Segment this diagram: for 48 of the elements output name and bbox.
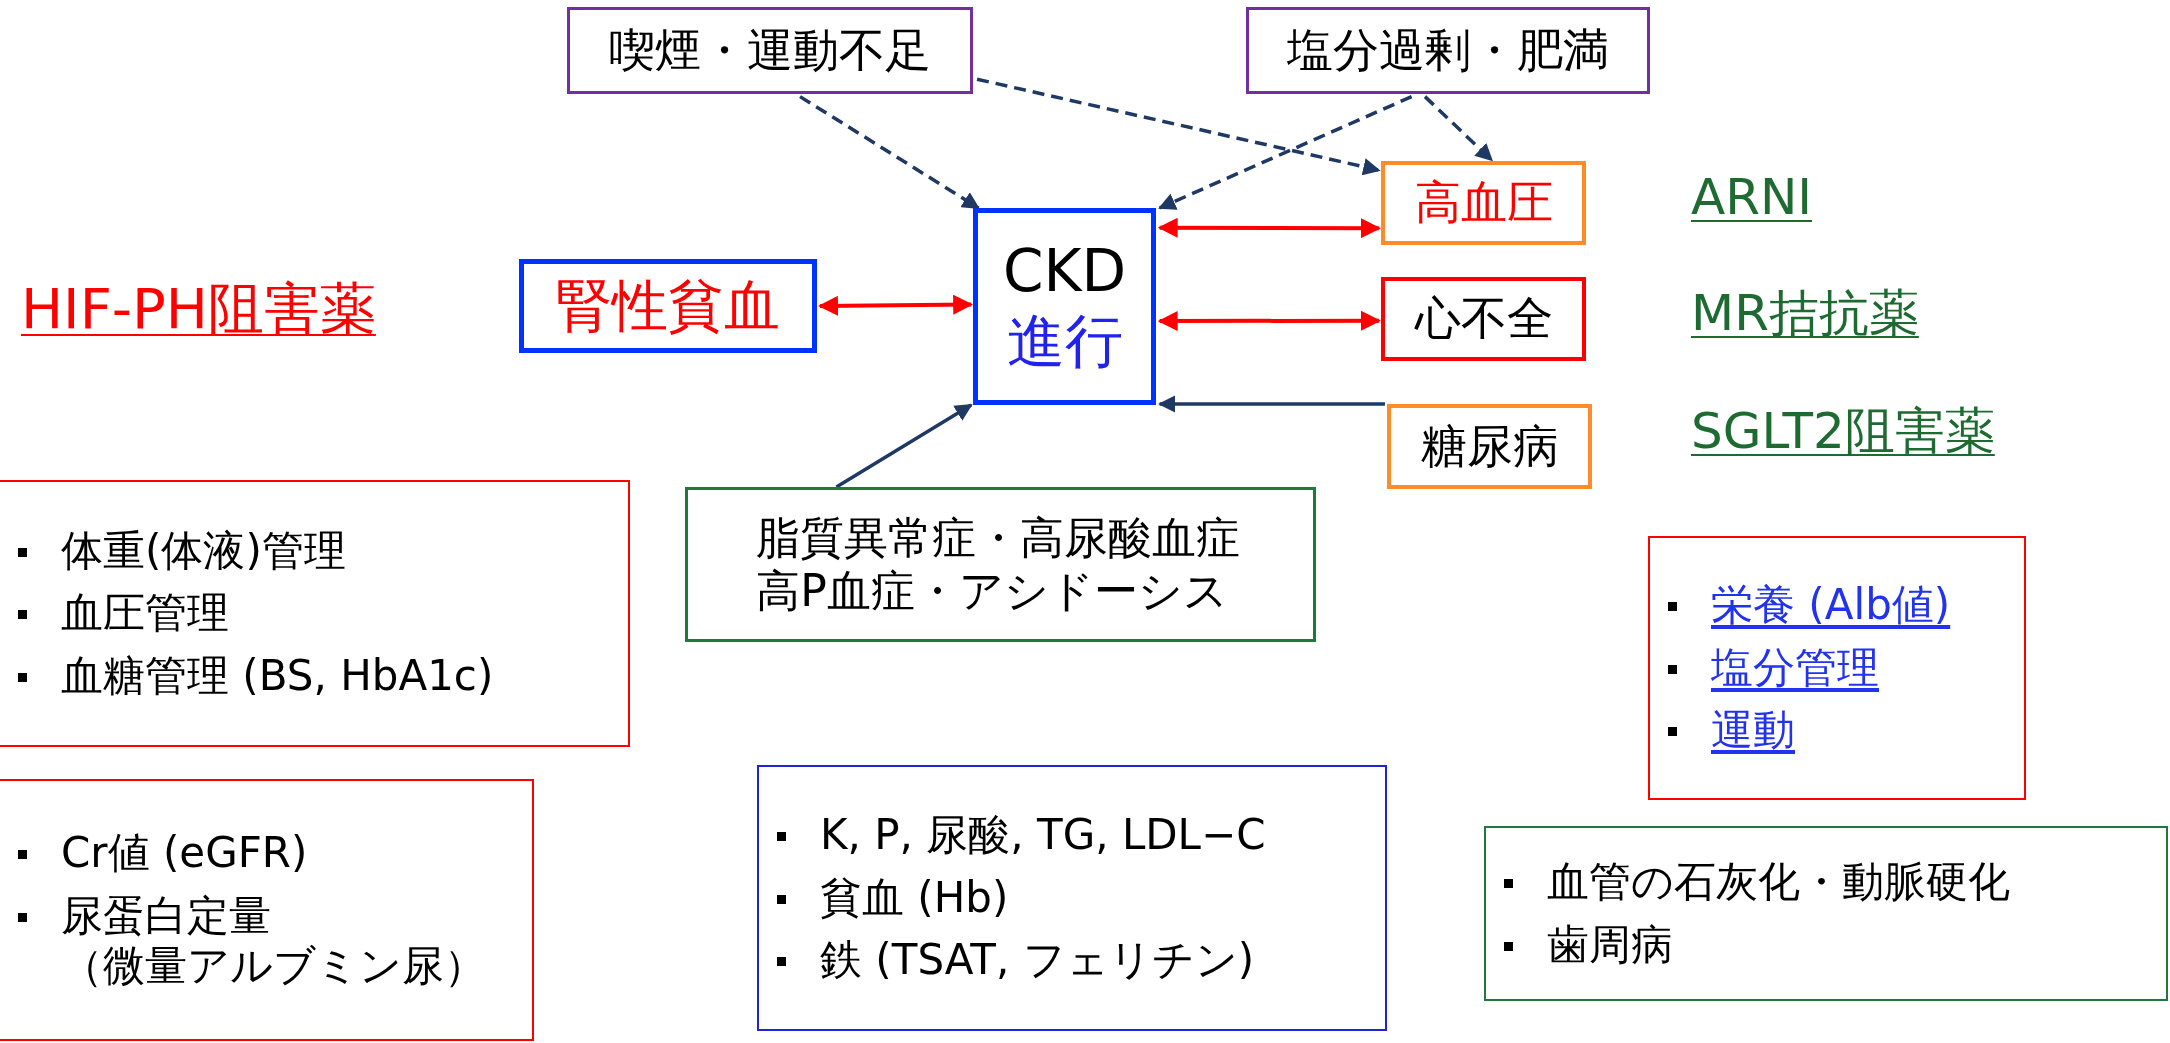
- drug-label: SGLT2阻害薬: [1691, 401, 1995, 462]
- list-item: 鉄 (TSAT, フェリチン): [820, 935, 1255, 986]
- checklist-box: [1648, 536, 2026, 800]
- node-text: 高血圧: [1414, 175, 1553, 231]
- condition-box: [519, 259, 817, 353]
- condition-box: [1387, 404, 1592, 489]
- checklist-box: [757, 765, 1387, 1031]
- list-item: 血糖管理 (BS, HbA1c): [61, 650, 494, 702]
- list-item: 尿蛋白定量（微量アルブミン尿）: [61, 890, 487, 992]
- list-item: 塩分管理: [1711, 642, 1879, 694]
- condition-box: [1381, 161, 1586, 245]
- drug-label: HIF-PH阻害薬: [21, 275, 376, 343]
- drug-label: MR拮抗薬: [1691, 283, 1919, 344]
- list-item: 栄養 (Alb値): [1711, 580, 1951, 631]
- list-item: Cr値 (eGFR): [61, 828, 309, 879]
- checklist-box: [0, 779, 534, 1041]
- list-item: 歯周病: [1547, 919, 1673, 970]
- list-item: 貧血 (Hb): [820, 872, 1009, 924]
- center-box: [973, 208, 1156, 405]
- node-text: 進行: [1006, 306, 1123, 377]
- list-item: K, P, 尿酸, TG, LDL−C: [820, 810, 1266, 861]
- condition-box: [685, 487, 1316, 642]
- arrow: [1423, 95, 1493, 162]
- condition-box: [1381, 277, 1586, 361]
- drug-label: ARNI: [1691, 168, 1813, 226]
- list-item: 血管の石灰化・動脈硬化: [1547, 857, 2010, 908]
- arrow: [976, 77, 1381, 176]
- list-item: 体重(体液)管理: [61, 525, 346, 577]
- arrow: [1158, 95, 1413, 210]
- arrow: [835, 403, 973, 489]
- arrow: [799, 95, 980, 210]
- node-text: 心不全: [1414, 291, 1553, 347]
- node-text: 糖尿病: [1420, 418, 1559, 475]
- node-text: 脂質異常症・高尿酸血症高P血症・アシドーシス: [756, 511, 1242, 618]
- list-item: 運動: [1711, 705, 1795, 756]
- arrow: [1157, 217, 1381, 239]
- node-text: CKD: [1002, 236, 1127, 307]
- node-text: 喫煙・運動不足: [609, 22, 931, 79]
- node-text: 塩分過剰・肥満: [1287, 22, 1609, 79]
- risk-factor-box: [1246, 7, 1650, 94]
- checklist-box: [0, 480, 630, 747]
- risk-factor-box: [567, 7, 973, 94]
- node-text: 腎性貧血: [556, 272, 780, 340]
- arrow: [1157, 310, 1381, 332]
- list-item: 血圧管理: [61, 588, 229, 639]
- arrow: [818, 294, 974, 316]
- arrow: [1157, 395, 1385, 413]
- checklist-box: [1484, 826, 2168, 1001]
